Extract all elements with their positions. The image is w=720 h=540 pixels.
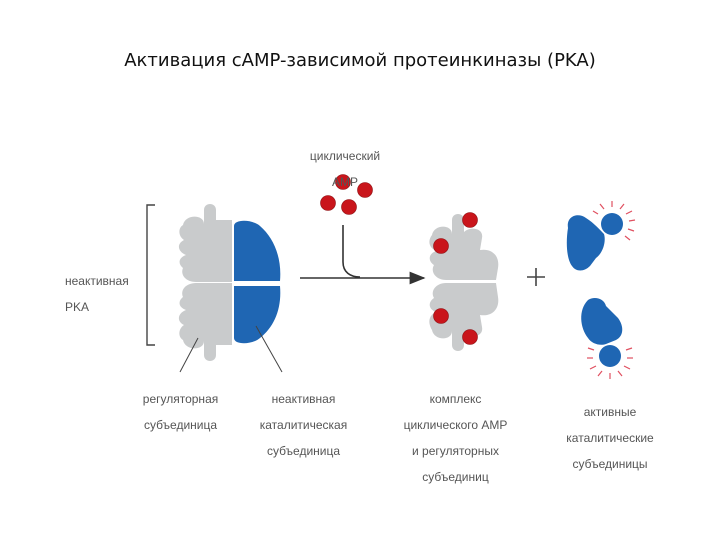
complex-label-line4: субъединиц — [422, 470, 489, 484]
complex-regulatory-bottom — [429, 283, 499, 351]
complex-label-line1: комплекс — [429, 392, 482, 406]
active-catalytic-label-line1: активные — [583, 405, 637, 419]
complex-regulatory-top — [429, 214, 499, 280]
camp-molecules — [320, 174, 373, 215]
complex-label: комплекс циклического AMP и регуляторных… — [393, 380, 518, 497]
complex-camp-bound — [433, 212, 478, 345]
camp-label-line2: AMP — [331, 175, 358, 189]
cat-subunit-leader — [255, 325, 283, 373]
active-catalytic-label-line3: субъединицы — [572, 457, 648, 471]
catalytic-subunit-top — [234, 220, 281, 281]
inactive-pka-label-line2: PKA — [65, 300, 90, 314]
inactive-pka-label: неактивная PKA — [65, 262, 145, 327]
regulatory-subunit-top — [178, 204, 232, 282]
camp-entry-line — [342, 225, 361, 278]
active-catalytic-label: активные каталитические субъединицы — [550, 393, 670, 484]
camp-label-line1: циклический — [309, 149, 381, 163]
regulatory-subunit-label-line2: субъединица — [143, 418, 218, 432]
inactive-pka-label-line1: неактивная — [65, 274, 129, 288]
active-catalytic-subunit-bottom — [581, 298, 633, 379]
catalytic-subunit-bottom — [234, 286, 281, 344]
complex-label-line2: циклического AMP — [403, 418, 508, 432]
reg-subunit-leader — [179, 337, 199, 373]
active-catalytic-subunit-top — [566, 201, 636, 271]
active-catalytic-label-line2: каталитические — [566, 431, 654, 445]
camp-label: циклический AMP — [300, 137, 390, 202]
regulatory-subunit-label-line1: регуляторная — [142, 392, 219, 406]
regulatory-subunit-label: регуляторная субъединица — [133, 380, 228, 445]
inactive-catalytic-label: неактивная каталитическая субъединица — [246, 380, 361, 471]
plus-sign — [527, 268, 545, 286]
page-title: Активация cAMP-зависимой протеинкиназы (… — [124, 50, 596, 71]
inactive-catalytic-label-line2: каталитическая — [259, 418, 348, 432]
inactive-catalytic-label-line1: неактивная — [271, 392, 336, 406]
inactive-pka-bracket — [146, 204, 155, 346]
regulatory-subunit-bottom — [178, 283, 232, 361]
complex-label-line3: и регуляторных — [412, 444, 499, 458]
inactive-catalytic-label-line3: субъединица — [266, 444, 341, 458]
